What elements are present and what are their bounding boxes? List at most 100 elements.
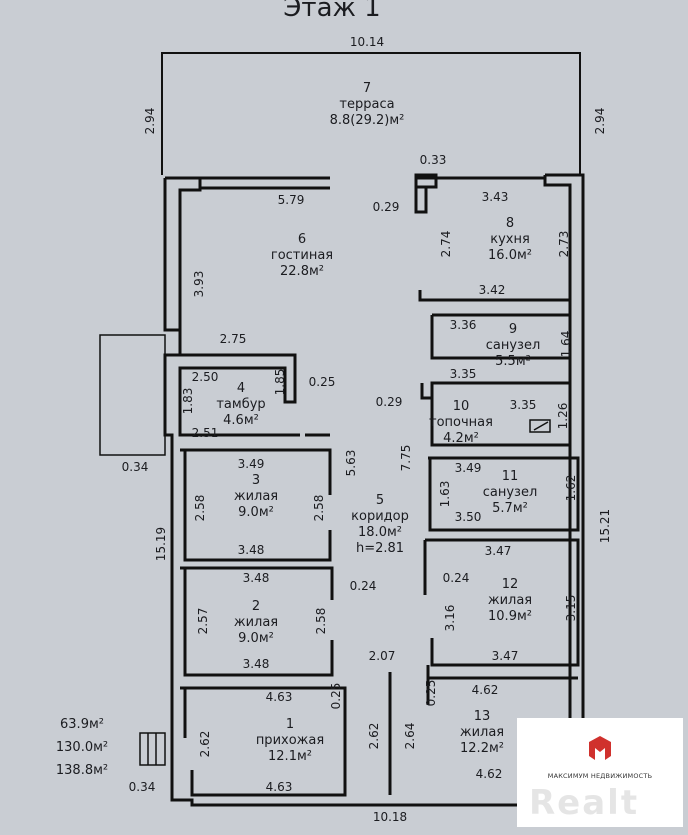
dimension-label: 3.49 <box>238 457 265 471</box>
room-area: 9.0м² <box>238 505 274 520</box>
room-area: 4.2м² <box>443 431 479 446</box>
room-num: 7 <box>363 81 371 96</box>
room-num: 11 <box>502 469 519 484</box>
dimension-label: 4.62 <box>476 767 503 781</box>
dimension-label: 2.73 <box>557 231 571 258</box>
room-name: терраса <box>339 97 394 112</box>
dimension-label: 5.79 <box>278 193 305 207</box>
dimension-label: 3.49 <box>455 461 482 475</box>
room-num: 4 <box>237 381 245 396</box>
dimension-label: 2.58 <box>314 608 328 635</box>
room-area: 10.9м² <box>488 609 532 624</box>
dimension-label: 3.35 <box>510 398 537 412</box>
dimension-label: 2.94 <box>593 108 607 135</box>
room-area: 12.1м² <box>268 749 312 764</box>
dimension-label: 2.75 <box>220 332 247 346</box>
terrace-outline <box>161 52 581 175</box>
room-name: жилая <box>488 593 532 608</box>
dimension-label: 4.63 <box>266 690 293 704</box>
room-num: 5 <box>376 493 384 508</box>
dimension-label: 3.47 <box>485 544 512 558</box>
dimension-label: 7.75 <box>399 445 413 472</box>
dimension-label: 15.19 <box>154 527 168 561</box>
dimension-label: 3.48 <box>243 657 270 671</box>
dimension-label: 2.50 <box>192 370 219 384</box>
dimension-label: 0.33 <box>420 153 447 167</box>
dimension-label: 1.63 <box>438 481 452 508</box>
dimension-label: 2.62 <box>367 723 381 750</box>
dimension-label: 2.64 <box>403 723 417 750</box>
room-name: кухня <box>490 232 530 247</box>
dimension-label: 0.25 <box>329 683 343 710</box>
dimension-label: 3.16 <box>443 605 457 632</box>
logo-name: МАКСИМУМ НЕДВИЖИМОСТЬ <box>547 772 653 780</box>
room-name: жилая <box>460 725 504 740</box>
room-num: 1 <box>286 717 294 732</box>
room-num: 3 <box>252 473 260 488</box>
dimension-label: 3.15 <box>564 595 578 622</box>
dimension-label: 15.21 <box>598 509 612 543</box>
dimension-label: 2.74 <box>439 231 453 258</box>
room-num: 6 <box>298 232 306 247</box>
room-area: 16.0м² <box>488 248 532 263</box>
room-area: 4.6м² <box>223 413 259 428</box>
dimension-label: 4.63 <box>266 780 293 794</box>
room-name: топочная <box>429 415 493 430</box>
dimension-label: 4.62 <box>472 683 499 697</box>
area-totals: 63.9м² 130.0м² 138.8м² <box>56 717 108 778</box>
dimension-label: 2.62 <box>198 731 212 758</box>
dimension-label: 0.25 <box>309 375 336 389</box>
dimension-labels: 10.14 2.94 2.94 0.33 5.79 0.29 3.43 2.74 2.73 3.9… <box>122 35 612 824</box>
dimension-label: 3.35 <box>450 367 477 381</box>
dimension-label: 3.47 <box>492 649 519 663</box>
room-name: коридор <box>351 509 409 524</box>
total-area-3: 138.8м² <box>56 763 108 778</box>
dimension-label: 1.26 <box>556 403 570 430</box>
watermark: Realt <box>529 783 640 823</box>
dimension-label: 2.57 <box>196 608 210 635</box>
room-labels: 7терраса8.8(29.2)м²6гостиная22.8м²8кухня… <box>216 81 540 764</box>
total-area-2: 130.0м² <box>56 740 108 755</box>
dimension-label: 10.18 <box>373 810 407 824</box>
room-num: 9 <box>509 322 517 337</box>
dimension-label: 0.29 <box>376 395 403 409</box>
room-name: тамбур <box>216 397 265 412</box>
dimension-label: 0.24 <box>350 579 377 593</box>
logo-mark-icon <box>589 736 611 760</box>
dimension-label: 2.94 <box>143 108 157 135</box>
dimension-label: 1.62 <box>564 475 578 502</box>
dimension-label: 3.43 <box>482 190 509 204</box>
dimension-label: 3.42 <box>479 283 506 297</box>
room-name: санузел <box>486 338 541 353</box>
room-name: гостиная <box>271 248 333 263</box>
room-area: 18.0м² <box>358 525 402 540</box>
room-name: жилая <box>234 489 278 504</box>
dimension-label: 2.51 <box>192 426 219 440</box>
dimension-label: 1.83 <box>181 388 195 415</box>
room-area: 9.0м² <box>238 631 274 646</box>
room-area: 22.8м² <box>280 264 324 279</box>
room-area: 5.5м² <box>495 354 531 369</box>
dimension-label: 5.63 <box>344 450 358 477</box>
room-name: прихожая <box>256 733 324 748</box>
dimension-label: 3.93 <box>192 271 206 298</box>
dimension-label: 0.29 <box>373 200 400 214</box>
room-area: 8.8(29.2)м² <box>330 113 405 128</box>
room-name: санузел <box>483 485 538 500</box>
floor-title: Этаж 1 <box>283 0 380 23</box>
room-name: жилая <box>234 615 278 630</box>
room-num: 10 <box>453 399 470 414</box>
room-height: h=2.81 <box>356 541 404 556</box>
steps-porch <box>99 334 551 766</box>
dimension-label: 3.48 <box>243 571 270 585</box>
dimension-label: 10.14 <box>350 35 384 49</box>
dimension-label: 3.48 <box>238 543 265 557</box>
room-num: 2 <box>252 599 260 614</box>
dimension-label: 0.25 <box>424 680 438 707</box>
total-area-1: 63.9м² <box>60 717 104 732</box>
dimension-label: 1.85 <box>273 369 287 396</box>
dimension-label: 0.24 <box>443 571 470 585</box>
dimension-label: 1.64 <box>559 331 573 358</box>
dimension-label: 2.58 <box>193 495 207 522</box>
